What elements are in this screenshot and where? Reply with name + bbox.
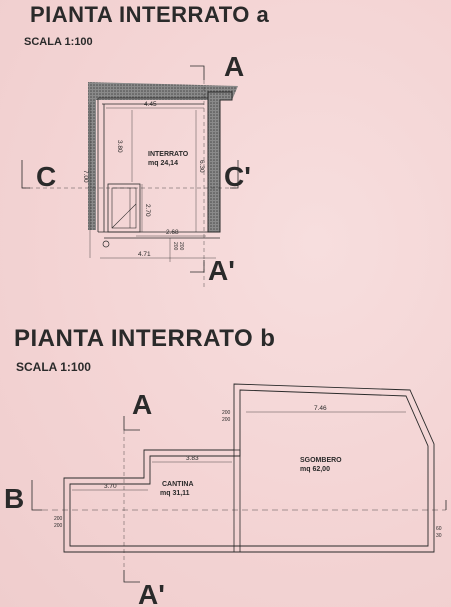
plan-a-section-top: A xyxy=(224,51,244,82)
plan-a-section-bottom: A' xyxy=(208,255,235,286)
plan-b-section-bottom: A' xyxy=(138,579,165,607)
dim-top: 4.45 xyxy=(144,101,157,108)
plan-a-section-left: C xyxy=(36,161,56,192)
dim-cantina-upper: 3.83 xyxy=(186,455,199,462)
dim-small-a: 200 xyxy=(172,242,178,251)
section-c-marker xyxy=(21,160,30,189)
plan-b-section-left: B xyxy=(4,483,24,514)
dim-right-b: 30 xyxy=(436,533,442,539)
plan-b-inner-wall xyxy=(69,389,429,547)
dim-wall-top-a: 200 xyxy=(222,410,231,416)
plan-a-drawing xyxy=(21,65,239,290)
column-circle xyxy=(102,240,110,248)
dim-right-a: 60 xyxy=(436,526,442,532)
plan-a-room-name: INTERRATO xyxy=(148,151,189,158)
dim-cantina-lower: 3.70 xyxy=(104,483,117,490)
plan-b-section-top: A xyxy=(132,389,152,420)
dim-wall-left-a: 200 xyxy=(54,516,63,522)
dim-sgombero-width: 7.46 xyxy=(314,405,327,412)
section-a-marker xyxy=(190,65,205,80)
plan-a-room-area: mq 24,14 xyxy=(148,160,178,167)
sgombero-name: SGOMBERO xyxy=(300,457,342,464)
dim-bottom-outer: 4.71 xyxy=(138,251,151,258)
bottom-wall xyxy=(98,231,220,239)
dim-inner-v: 3.80 xyxy=(116,140,123,153)
cantina-name: CANTINA xyxy=(162,481,194,488)
cantina-area: mq 31,11 xyxy=(160,490,190,497)
sgombero-area: mq 62,00 xyxy=(300,466,330,473)
left-wall xyxy=(97,98,105,232)
plan-a-section-right: C' xyxy=(224,161,251,192)
dim-stair-v: 2.70 xyxy=(144,204,151,217)
section-b-marker xyxy=(31,480,42,511)
dim-right-v: 6.30 xyxy=(198,160,205,173)
dim-wall-top-b: 200 xyxy=(222,417,231,423)
plan-a-scale: SCALA 1:100 xyxy=(24,36,93,48)
dim-bottom-inner: 2.68 xyxy=(166,229,179,236)
top-wall xyxy=(98,97,209,105)
plan-b-outer-wall xyxy=(63,383,435,553)
dividing-wall xyxy=(233,449,241,553)
dim-wall-left-b: 200 xyxy=(54,523,63,529)
plan-a-title: PIANTA INTERRATO a xyxy=(30,2,270,27)
plan-b-scale: SCALA 1:100 xyxy=(16,360,91,374)
plan-b-title: PIANTA INTERRATO b xyxy=(14,325,276,352)
plan-b-drawing xyxy=(31,383,447,583)
soil-hatch-top xyxy=(88,82,238,130)
dim-left-v: 7.00 xyxy=(82,170,89,183)
dim-small-b: 200 xyxy=(178,242,184,251)
stair-block xyxy=(107,183,141,233)
